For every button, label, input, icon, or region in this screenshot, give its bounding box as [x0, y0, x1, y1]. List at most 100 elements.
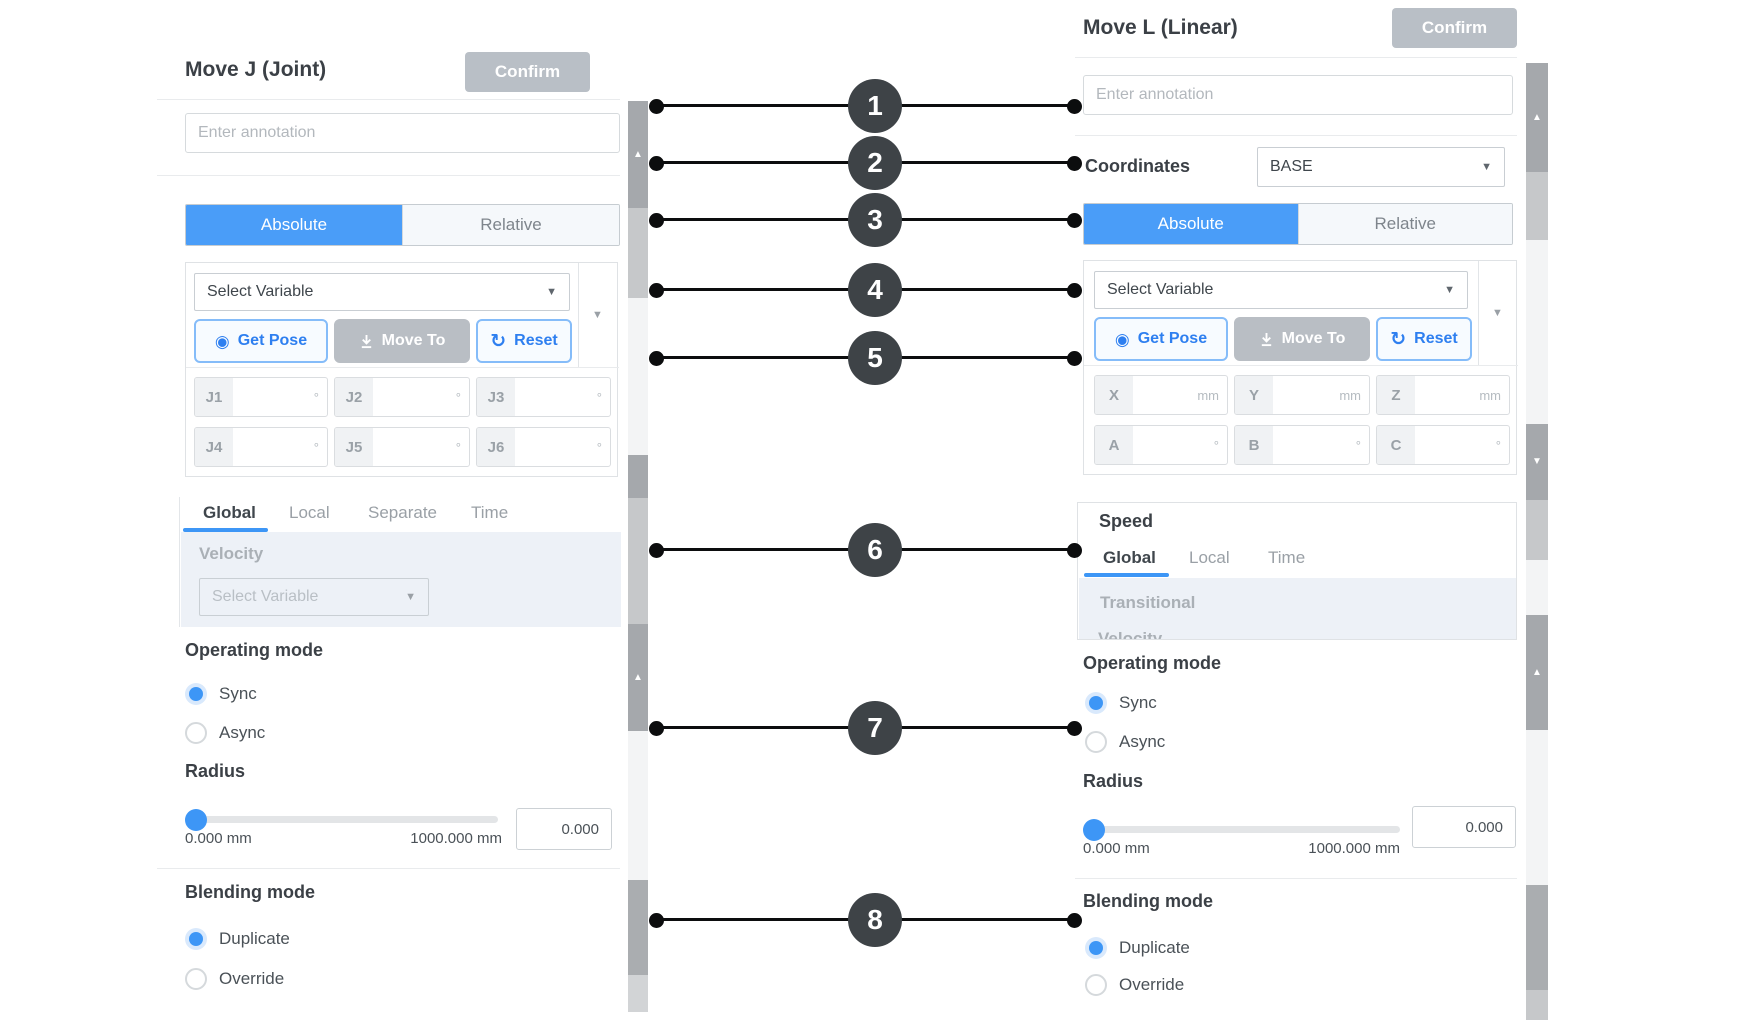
divider — [157, 99, 620, 100]
coordinates-label: Coordinates — [1085, 156, 1191, 176]
joint-field-j3[interactable]: J3° — [476, 377, 611, 417]
scrollbar-segment — [1526, 990, 1548, 1020]
radius-value-input[interactable]: 0.000 — [1412, 806, 1516, 848]
radio-override[interactable]: Override — [185, 968, 284, 990]
radio-unselected-icon — [185, 968, 207, 990]
callout-dot — [1067, 213, 1082, 228]
tab-absolute[interactable]: Absolute — [1084, 204, 1298, 244]
radio-duplicate[interactable]: Duplicate — [185, 928, 290, 950]
radius-min-label: 0.000 mm — [1083, 840, 1150, 857]
joint-field-j2[interactable]: J2° — [334, 377, 470, 417]
radio-sync[interactable]: Sync — [185, 683, 257, 705]
scrollbar-thumb[interactable]: ▲ — [1526, 63, 1548, 172]
speed-section: Global Local Separate Time Velocity Sele… — [179, 497, 621, 627]
callout-dot — [1067, 156, 1082, 171]
speed-tab-time[interactable]: Time — [471, 503, 509, 522]
scrollbar-track — [1526, 730, 1548, 885]
cartesian-field-c[interactable]: C° — [1376, 425, 1510, 465]
scrollbar-segment — [628, 975, 648, 1012]
radio-async[interactable]: Async — [185, 722, 265, 744]
callout-4: 4 — [848, 263, 902, 317]
velocity-heading: Velocity — [199, 544, 264, 563]
radius-heading: Radius — [1083, 771, 1144, 791]
scrollbar-thumb[interactable]: ▼ — [1526, 424, 1548, 500]
right-scrollbar[interactable]: ▲ ▼ ▲ — [1526, 0, 1548, 1027]
scrollbar-thumb[interactable]: ▲ — [1526, 615, 1548, 730]
joint-field-j1[interactable]: J1° — [194, 377, 328, 417]
reset-button[interactable]: ↻ Reset — [476, 319, 572, 363]
mode-tabbar: Absolute Relative — [1083, 203, 1513, 245]
move-l-panel: Move L (Linear) Confirm Coordinates BASE… — [1075, 0, 1518, 1027]
scrollbar-thumb[interactable]: ▲ — [628, 624, 648, 731]
callout-dot — [1067, 351, 1082, 366]
radio-duplicate[interactable]: Duplicate — [1085, 937, 1190, 959]
move-to-button[interactable]: Move To — [334, 319, 470, 363]
move-to-button[interactable]: Move To — [1234, 317, 1370, 361]
callout-dot — [649, 351, 664, 366]
callout-dot — [649, 283, 664, 298]
variable-select[interactable]: Select Variable ▼ — [1094, 271, 1468, 309]
annotation-input[interactable] — [1083, 75, 1513, 115]
velocity-select[interactable]: Select Variable ▼ — [199, 578, 429, 616]
speed-tab-local[interactable]: Local — [1189, 548, 1230, 567]
joint-field-j5[interactable]: J5° — [334, 427, 470, 467]
chevron-down-icon[interactable]: ▼ — [592, 309, 603, 321]
radio-sync[interactable]: Sync — [1085, 692, 1157, 714]
speed-tab-separate[interactable]: Separate — [368, 503, 437, 522]
tab-absolute[interactable]: Absolute — [186, 205, 402, 245]
confirm-button[interactable]: Confirm — [465, 52, 590, 92]
radius-slider-track[interactable] — [1083, 826, 1400, 833]
velocity-area: Velocity Select Variable ▼ — [181, 532, 621, 627]
tab-relative[interactable]: Relative — [1297, 204, 1512, 244]
scrollbar-thumb[interactable] — [628, 880, 648, 975]
divider — [186, 367, 619, 368]
radio-unselected-icon — [1085, 731, 1107, 753]
radio-async[interactable]: Async — [1085, 731, 1165, 753]
blending-mode-heading: Blending mode — [1083, 891, 1213, 911]
scrollbar-track — [1526, 240, 1548, 424]
radio-override[interactable]: Override — [1085, 974, 1184, 996]
annotation-input[interactable] — [185, 113, 620, 153]
speed-tab-local[interactable]: Local — [289, 503, 330, 522]
scrollbar-thumb[interactable] — [628, 455, 648, 498]
reset-button[interactable]: ↻ Reset — [1376, 317, 1472, 361]
get-pose-button[interactable]: ◉ Get Pose — [194, 319, 328, 363]
scrollbar-track — [1526, 560, 1548, 615]
callout-6: 6 — [848, 523, 902, 577]
chevron-up-icon: ▲ — [1532, 666, 1542, 678]
cartesian-field-a[interactable]: A° — [1094, 425, 1228, 465]
speed-tab-global[interactable]: Global — [203, 503, 256, 522]
joint-field-j6[interactable]: J6° — [476, 427, 611, 467]
callout-2: 2 — [848, 136, 902, 190]
radius-slider-thumb[interactable] — [1083, 819, 1105, 841]
speed-tab-time[interactable]: Time — [1268, 548, 1306, 567]
radius-slider-thumb[interactable] — [185, 809, 207, 831]
scrollbar-thumb[interactable] — [1526, 885, 1548, 990]
scrollbar-segment — [1526, 172, 1548, 240]
callout-dot — [649, 213, 664, 228]
speed-tab-global[interactable]: Global — [1103, 548, 1156, 567]
confirm-button[interactable]: Confirm — [1392, 8, 1517, 48]
chevron-down-icon: ▼ — [1532, 456, 1542, 467]
scrollbar-thumb[interactable]: ▲ — [628, 101, 648, 208]
scrollbar-track — [628, 731, 648, 880]
radius-slider-track[interactable] — [185, 816, 498, 823]
cartesian-field-b[interactable]: B° — [1234, 425, 1370, 465]
tab-relative[interactable]: Relative — [402, 205, 619, 245]
get-pose-button[interactable]: ◉ Get Pose — [1094, 317, 1228, 361]
divider — [1075, 135, 1517, 136]
callout-5: 5 — [848, 331, 902, 385]
divider — [1478, 261, 1479, 365]
left-scrollbar[interactable]: ▲ ▲ — [628, 0, 648, 1027]
coordinates-select[interactable]: BASE ▼ — [1257, 147, 1505, 187]
callout-dot — [1067, 99, 1082, 114]
joint-field-j4[interactable]: J4° — [194, 427, 328, 467]
chevron-down-icon[interactable]: ▼ — [1492, 307, 1503, 319]
variable-select[interactable]: Select Variable ▼ — [194, 273, 570, 311]
callout-dot — [1067, 721, 1082, 736]
radius-value-input[interactable]: 0.000 — [516, 808, 612, 850]
